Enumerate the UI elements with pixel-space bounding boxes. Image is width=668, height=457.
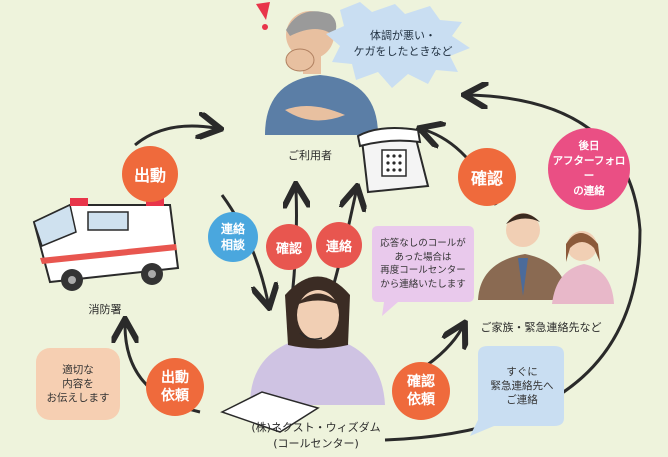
confirm-badge-center: 確認: [266, 224, 312, 270]
dispatch-request-badge: 出動 依頼: [146, 358, 204, 416]
exclamation-icon: [256, 2, 270, 30]
spiky-bubble-shape: [326, 2, 470, 88]
user-label: ご利用者: [288, 149, 332, 162]
user-illustration: [265, 11, 378, 135]
family-label: ご家族・緊急連絡先など: [480, 321, 602, 334]
aftercare-contact-badge: 後日 アフターフォロー の連絡: [548, 128, 630, 210]
no-answer-bubble: 応答なしのコールが あった場合は 再度コールセンター から連絡いたします: [380, 238, 466, 290]
operator-illustration: [220, 276, 385, 433]
contact-consult-badge: 連絡 相談: [208, 212, 258, 262]
fire-station-label: 消防署: [88, 303, 122, 316]
arrow-station-to-user: [134, 126, 215, 147]
confirm-badge-right: 確認: [458, 148, 516, 206]
ambulance-icon: [32, 198, 180, 291]
company-label: (株)ネクスト・ウィズダム (コールセンター): [251, 421, 381, 450]
desk-phone-icon: [356, 127, 430, 194]
dispatch-badge: 出動: [122, 146, 178, 202]
condition-bubble: 体調が悪い・ ケガをしたときなど: [353, 29, 453, 58]
family-illustration: [478, 213, 614, 304]
contact-badge: 連絡: [316, 222, 362, 268]
proper-info-bubble: 適切な 内容を お伝えします: [36, 348, 120, 420]
urgent-contact-bubble: すぐに 緊急連絡先へ ご連絡: [490, 366, 554, 406]
bubble-lavender-shape: [372, 226, 474, 316]
bubble-blue-shape: [470, 346, 564, 436]
confirm-request-badge: 確認 依頼: [392, 362, 450, 420]
